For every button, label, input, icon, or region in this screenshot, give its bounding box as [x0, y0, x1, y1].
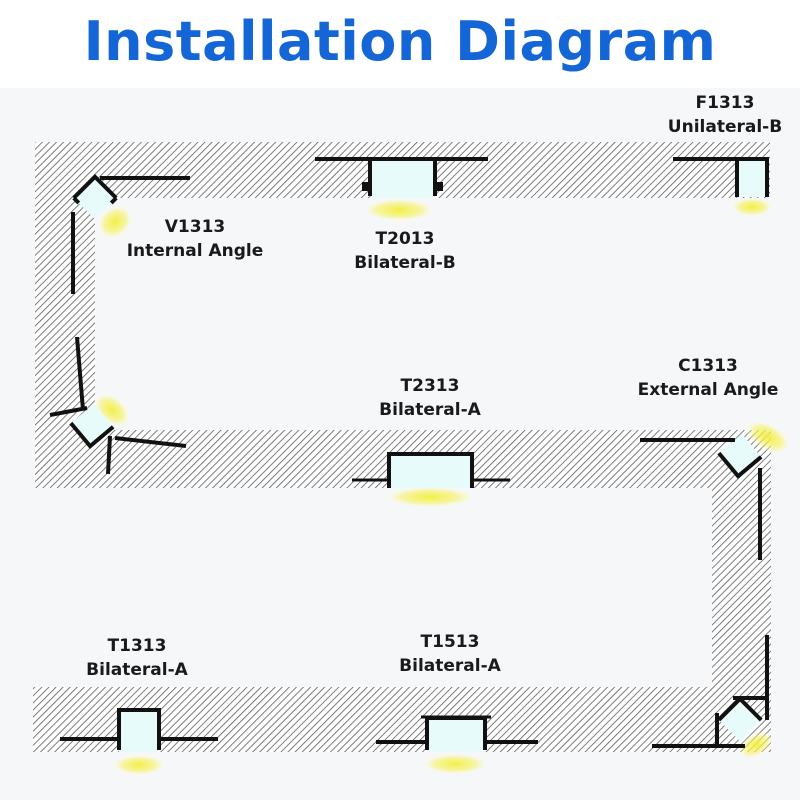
c1313-profile — [640, 419, 792, 560]
label-type: Internal Angle — [126, 241, 264, 261]
label-model: F1313 — [695, 93, 755, 113]
label-type: Bilateral-A — [86, 660, 188, 680]
label-type: External Angle — [637, 380, 779, 400]
label-model: T1313 — [107, 636, 167, 656]
label-model: T1513 — [420, 632, 480, 652]
label-t1313: T1313 Bilateral-A — [52, 634, 222, 682]
f1313-profile — [673, 157, 774, 217]
v1313-profile-middle — [49, 336, 187, 475]
label-model: V1313 — [164, 217, 226, 237]
label-type: Unilateral-B — [667, 117, 783, 137]
label-v1313: V1313 Internal Angle — [110, 215, 280, 263]
v1313-profile-top — [71, 173, 190, 294]
label-f1313: F1313 Unilateral-B — [640, 91, 800, 139]
label-model: T2013 — [375, 229, 435, 249]
label-t1513: T1513 Bilateral-A — [365, 630, 535, 678]
label-t2313: T2313 Bilateral-A — [345, 374, 515, 422]
t2313-profile — [352, 452, 510, 508]
label-type: Bilateral-B — [354, 253, 456, 273]
label-type: Bilateral-A — [379, 400, 481, 420]
t1313-profile — [60, 708, 218, 776]
label-model: T2313 — [400, 376, 460, 396]
label-c1313: C1313 External Angle — [618, 354, 798, 402]
label-type: Bilateral-A — [399, 656, 501, 676]
label-t2013: T2013 Bilateral-B — [320, 227, 490, 275]
page-title: Installation Diagram — [83, 10, 717, 73]
t2013-profile — [315, 157, 488, 222]
label-model: C1313 — [678, 356, 738, 376]
t1513-profile — [376, 715, 538, 775]
